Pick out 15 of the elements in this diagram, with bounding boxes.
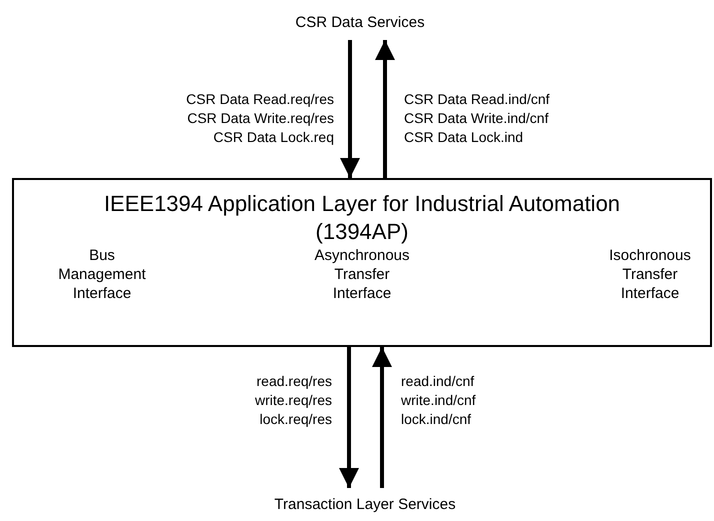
interface-label: Isochronous Transfer Interface [608,246,692,303]
edge-label: CSR Data Read.req/res CSR Data Write.req/res CSR Data Lock.req [185,90,334,147]
interface-label: Asynchronous Transfer Interface [313,246,411,303]
edge-label: read.ind/cnf write.ind/cnf lock.ind/cnf [401,372,477,429]
service-label: Transaction Layer Services [250,492,480,518]
edge-label: read.req/res write.req/res lock.req/res [254,372,332,429]
interface-label: Bus Management Interface [57,246,147,303]
edge-label: CSR Data Read.ind/cnf CSR Data Write.ind/cnf CSR Data Lock.ind [404,90,551,147]
arrow [372,347,392,488]
arrow [339,347,359,488]
layer-box [12,178,712,347]
arrow [340,40,360,178]
arrow [375,40,395,178]
service-label: CSR Data Services [270,10,450,36]
layer-title: IEEE1394 Application Layer for Industrial Automation (1394AP) [102,190,622,246]
